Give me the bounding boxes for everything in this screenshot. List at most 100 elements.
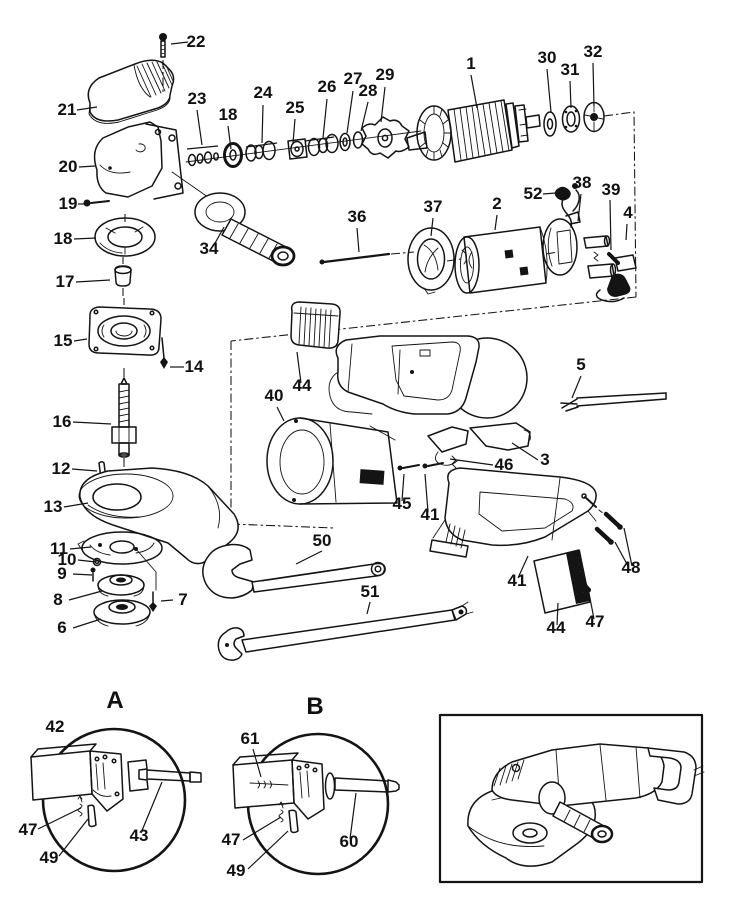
label-41-screw: 41 [421, 505, 440, 524]
label-46: 46 [495, 455, 514, 474]
clamp-ring-18 [94, 217, 156, 257]
label-9: 9 [57, 564, 66, 583]
armature [406, 99, 541, 163]
label-16: 16 [53, 412, 72, 431]
label-50: 50 [313, 531, 332, 550]
section-b-heading: B [306, 693, 323, 720]
detail-a-circle [30, 727, 202, 873]
upper-housing-shell [328, 335, 480, 415]
label-38: 38 [573, 173, 592, 192]
label-47-b: 47 [222, 830, 241, 849]
nut-17 [114, 265, 132, 287]
label-26: 26 [318, 77, 337, 96]
housing-screws-48 [581, 493, 623, 545]
label-44-plate: 44 [547, 618, 566, 637]
label-22: 22 [187, 32, 206, 51]
screw-14 [160, 337, 168, 369]
side-handle [194, 192, 296, 267]
spindle-16 [111, 377, 137, 458]
label-25: 25 [286, 98, 305, 117]
cordguard-4 [595, 254, 637, 303]
label-27: 27 [344, 69, 363, 88]
label-32: 32 [584, 42, 603, 61]
label-47-shell: 47 [586, 612, 605, 631]
label-39: 39 [602, 180, 621, 199]
label-60: 60 [340, 832, 359, 851]
bearing-plate-15 [88, 306, 162, 356]
screw-19 [83, 199, 110, 207]
label-40: 40 [265, 386, 284, 405]
label-21: 21 [58, 100, 77, 119]
cover-grip-hatch [136, 61, 174, 98]
washers-30-31-32 [543, 101, 605, 137]
label-45: 45 [393, 494, 412, 513]
label-7: 7 [178, 590, 187, 609]
clamp-nut-6 [93, 599, 151, 627]
label-51: 51 [361, 582, 380, 601]
assembled-tool-inset [438, 713, 705, 884]
label-37: 37 [424, 197, 443, 216]
label-1: 1 [466, 54, 475, 73]
screw-7 [135, 548, 157, 612]
lock-spring-47a [77, 795, 83, 817]
label-15: 15 [54, 331, 73, 350]
lock-pin-49b [288, 809, 299, 834]
lock-spring-47b [278, 801, 284, 823]
screw-9 [90, 567, 96, 582]
nameplate-screw-47 [571, 569, 591, 593]
switch-lever-cluster [397, 422, 531, 471]
label-11: 11 [50, 539, 68, 558]
leader-lines [37, 41, 633, 870]
label-44-cap: 44 [293, 376, 312, 395]
label-48: 48 [622, 558, 641, 577]
label-29: 29 [376, 65, 395, 84]
label-31: 31 [561, 60, 580, 79]
label-18-clamp: 18 [54, 229, 73, 248]
open-end-wrench-50 [202, 543, 386, 599]
label-30: 30 [538, 48, 557, 67]
label-5: 5 [576, 355, 585, 374]
screw-22 [159, 33, 167, 58]
label-17: 17 [56, 272, 75, 291]
bearing-end-plate-37 [407, 227, 455, 295]
brush-cap-44 [290, 301, 341, 349]
armature-core-ribs [453, 100, 510, 161]
label-13: 13 [44, 497, 63, 516]
switch-cover [87, 59, 175, 124]
label-23: 23 [188, 89, 207, 108]
label-41-shell: 41 [508, 571, 527, 590]
label-34: 34 [200, 239, 219, 258]
label-61: 61 [241, 729, 260, 748]
clamp-plate-11 [77, 531, 163, 565]
lock-pin-49a [87, 804, 97, 828]
label-52: 52 [524, 184, 543, 203]
wheel-guard-13 [78, 467, 239, 565]
label-28: 28 [359, 81, 378, 100]
label-36: 36 [348, 207, 367, 226]
label-18-row: 18 [219, 105, 238, 124]
label-43: 43 [130, 826, 149, 845]
power-cord-5 [560, 392, 667, 412]
spacer-washer-row [185, 130, 422, 168]
brush-ring-38 [542, 211, 581, 276]
inner-flange-8 [97, 574, 145, 597]
spindle-lock-button-43 [127, 759, 202, 792]
lower-housing-shell [429, 467, 597, 558]
fan-baffle-29 [361, 116, 410, 159]
label-10: 10 [58, 550, 77, 569]
long-screw-36 [319, 252, 391, 265]
pin-spanner-51 [217, 601, 474, 661]
label-4: 4 [623, 203, 633, 222]
nameplate-44 [533, 549, 591, 614]
label-20: 20 [59, 157, 78, 176]
label-6: 6 [57, 618, 66, 637]
section-a-heading: A [106, 687, 123, 714]
spindle-shaft-60 [324, 772, 400, 800]
label-8: 8 [53, 590, 62, 609]
callout-labels: 22 21 23 18 24 25 26 27 28 29 1 30 31 32… [19, 32, 641, 880]
label-24: 24 [254, 83, 273, 102]
label-12: 12 [52, 459, 71, 478]
label-49-b: 49 [227, 861, 246, 880]
